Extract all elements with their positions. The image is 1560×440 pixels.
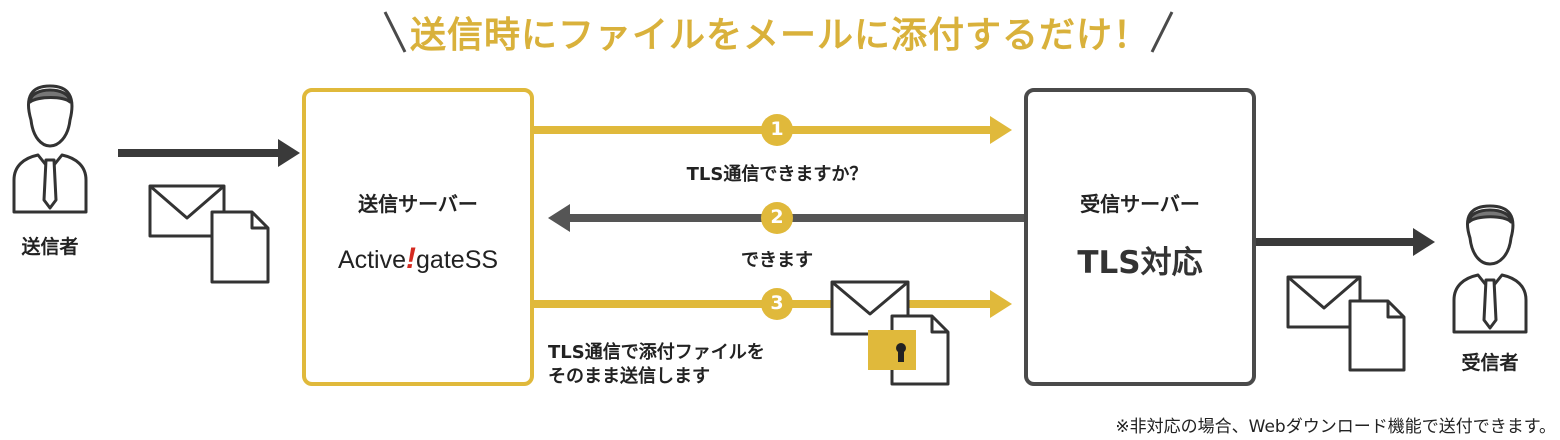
arrow-server-to-receiver bbox=[1255, 228, 1435, 256]
sender-label: 送信者 bbox=[21, 236, 79, 258]
receiver-label: 受信者 bbox=[1461, 352, 1519, 374]
receiver-mail-icon bbox=[1286, 275, 1362, 329]
lock-icon bbox=[868, 330, 916, 370]
step-2-text: できます bbox=[741, 250, 813, 271]
activegate-logo: Active!gateSS bbox=[306, 242, 530, 276]
step-3-number: 3 bbox=[770, 292, 784, 314]
step-1-text: TLS通信できますか？ bbox=[686, 164, 868, 185]
sender-person-icon bbox=[12, 84, 88, 214]
step-3-badge bbox=[761, 288, 793, 320]
arrow-sender-to-server bbox=[118, 139, 300, 167]
receiver-person-icon bbox=[1452, 204, 1528, 334]
recv-server-subtitle: TLS対応 bbox=[1077, 245, 1203, 281]
step-1-badge bbox=[761, 114, 793, 146]
step-3-text-line1: TLS通信で添付ファイルを bbox=[548, 342, 765, 363]
footnote: ※非対応の場合、Webダウンロード機能で送付できます。 bbox=[1115, 417, 1556, 437]
receiver-document-icon bbox=[1348, 299, 1406, 372]
arrow-step-1 bbox=[533, 114, 1012, 146]
headline-right-slash bbox=[1150, 11, 1174, 53]
logo-text-right: gateSS bbox=[416, 246, 499, 274]
step-2-badge bbox=[761, 202, 793, 234]
send-server-title: 送信サーバー bbox=[358, 192, 478, 216]
arrow-step-2 bbox=[548, 202, 1024, 234]
recv-server-title: 受信サーバー bbox=[1080, 192, 1200, 216]
step-3-text-line2: そのまま送信します bbox=[548, 366, 710, 387]
step-1-number: 1 bbox=[770, 118, 784, 140]
recv-server-box bbox=[1024, 88, 1256, 386]
arrow-step-3 bbox=[533, 288, 1012, 320]
step-2-number: 2 bbox=[770, 206, 784, 228]
headline: 送信時にファイルをメールに添付するだけ！ bbox=[409, 15, 1150, 56]
sender-document-icon bbox=[210, 210, 270, 284]
headline-left-slash bbox=[383, 11, 407, 53]
logo-text-left: Active bbox=[337, 246, 407, 274]
send-server-box bbox=[302, 88, 534, 386]
logo-mark: ! bbox=[406, 242, 417, 275]
